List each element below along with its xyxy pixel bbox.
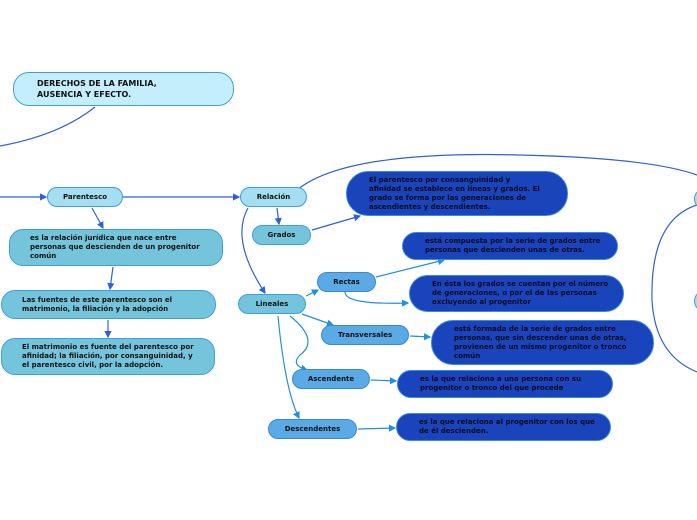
grados-node[interactable]: Grados xyxy=(252,225,311,245)
ascendente-definition-text: es la que relaciona a una persona con su… xyxy=(420,375,582,392)
relacion-node[interactable]: Relación xyxy=(240,187,307,207)
transversales-definition-node[interactable]: está formada de la serie de grados entre… xyxy=(431,320,654,365)
grados-definition-node[interactable]: El parentesco por consanguinidad y afini… xyxy=(346,171,568,216)
transversales-definition-text: está formada de la serie de grados entre… xyxy=(454,324,627,360)
rectas-definition-2-text: En ésta los grados se cuentan por el núm… xyxy=(432,280,609,306)
descendentes-label: Descendentes xyxy=(284,424,341,433)
matrimonio-text: El matrimonio es fuente del parentesco p… xyxy=(22,343,194,369)
ascendente-node[interactable]: Ascendente xyxy=(292,369,370,389)
descendentes-node[interactable]: Descendentes xyxy=(268,419,357,439)
rectas-label: Rectas xyxy=(333,277,360,286)
transversales-node[interactable]: Transversales xyxy=(321,325,409,345)
parentesco-node[interactable]: Parentesco xyxy=(47,187,123,207)
grados-definition-text: El parentesco por consanguinidad y afini… xyxy=(369,175,540,211)
lineales-node[interactable]: Lineales xyxy=(238,294,306,314)
descendentes-definition-text: es la que relaciona al progenitor con lo… xyxy=(419,418,595,435)
fuentes-node[interactable]: Las fuentes de este parentesco son el ma… xyxy=(1,290,216,319)
rectas-definition-2-node[interactable]: En ésta los grados se cuentan por el núm… xyxy=(409,275,624,312)
descendentes-definition-node[interactable]: es la que relaciona al progenitor con lo… xyxy=(396,413,611,441)
relacion-label: Relación xyxy=(256,192,291,201)
title-node[interactable]: DERECHOS DE LA FAMILIA, AUSENCIA Y EFECT… xyxy=(13,72,234,106)
grados-label: Grados xyxy=(267,230,296,239)
ascendente-label: Ascendente xyxy=(307,374,355,383)
matrimonio-node[interactable]: El matrimonio es fuente del parentesco p… xyxy=(1,338,215,375)
lineales-label: Lineales xyxy=(255,299,289,308)
rectas-node[interactable]: Rectas xyxy=(317,272,376,292)
parentesco-label: Parentesco xyxy=(62,192,108,201)
rectas-definition-1-node[interactable]: está compuesta por la serie de grados en… xyxy=(402,232,618,260)
parentesco-definition-text: es la relación jurídica que nace entre p… xyxy=(30,234,200,260)
title-text: DERECHOS DE LA FAMILIA, AUSENCIA Y EFECT… xyxy=(37,79,157,99)
transversales-label: Transversales xyxy=(337,330,393,339)
ascendente-definition-node[interactable]: es la que relaciona a una persona con su… xyxy=(397,370,613,398)
rectas-definition-1-text: está compuesta por la serie de grados en… xyxy=(425,237,601,254)
parentesco-definition-node[interactable]: es la relación jurídica que nace entre p… xyxy=(9,229,223,266)
fuentes-text: Las fuentes de este parentesco son el ma… xyxy=(22,295,173,313)
